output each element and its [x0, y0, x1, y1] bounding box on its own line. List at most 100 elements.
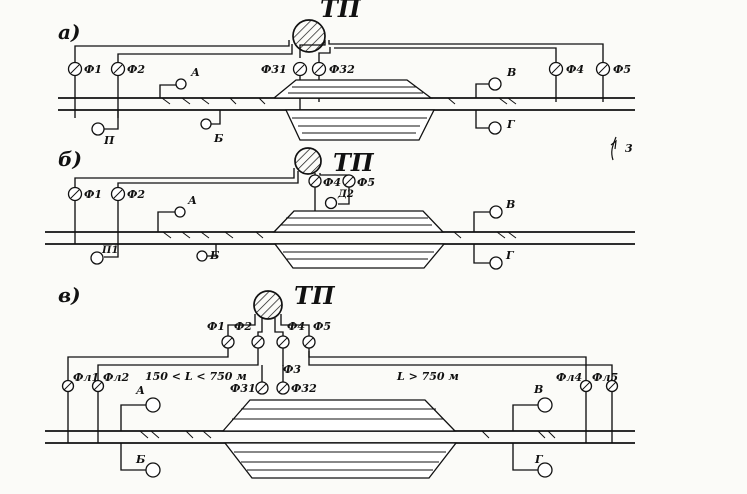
- panel-a-post-g-label: Г: [506, 118, 516, 131]
- panel-c-feeder-f31-label: Ф31: [230, 382, 256, 395]
- side-scribble-label: 3: [625, 142, 633, 155]
- panel-b-post-a-label: А: [187, 194, 197, 207]
- panel-c-left-feeder-main: [67, 348, 229, 382]
- panel-c-post-b-icon: [145, 462, 161, 478]
- panel-c-line-l1-slash: [63, 381, 73, 391]
- panel-a-feeder-f2-slash: [113, 64, 123, 74]
- panel-a-post-a-label: А: [190, 66, 200, 79]
- panel-a-feeder-line-f2: [117, 44, 293, 65]
- panel-a-post-v-branch: [475, 83, 491, 98]
- panel-b-post-g-branch: [473, 244, 490, 264]
- panel-a-feeder-f31-slash: [295, 64, 305, 74]
- panel-a-post-a-branch: [159, 84, 178, 98]
- panel-a-rail-marks: [161, 97, 517, 105]
- panel-c-rail-marks: [139, 430, 556, 439]
- panel-a-feeder-line-f5: [328, 40, 604, 65]
- panel-c-feeder-f4-label: Ф4: [287, 320, 305, 333]
- panel-a-feeder-line-f31-up: [299, 40, 326, 58]
- panel-b-feeder-f2-slash: [113, 189, 123, 199]
- panel-a-feeder-f32-slash: [314, 64, 324, 74]
- panel-b-post-a-branch: [157, 211, 176, 232]
- panel-b-sub-label-d2: Д2: [337, 189, 354, 200]
- panel-c-station-label: ТП: [294, 281, 336, 310]
- panel-b-post-a-icon: [174, 206, 186, 218]
- panel-b-post-v-branch: [473, 211, 490, 232]
- panel-a-post-p-branch: [104, 110, 119, 130]
- panel-c-feeder-f4-slash: [278, 337, 288, 347]
- panel-c-line-drops: [67, 392, 613, 443]
- panel-b-post-b-icon: [196, 250, 208, 262]
- panel-c-label: в): [58, 283, 81, 307]
- panel-b-center-post-icon: [324, 196, 338, 210]
- panel-b-post-g-icon: [489, 256, 503, 270]
- panel-b-station-inner-tracks: [281, 217, 434, 260]
- panel-a-main-tracks: [58, 97, 635, 111]
- side-scribble-line: [611, 136, 617, 161]
- panel-c-post-a-branch: [120, 404, 147, 431]
- panel-c-feeder-f2-slash: [253, 337, 263, 347]
- panel-a-post-g-icon: [488, 121, 502, 135]
- panel-a-feeder-f5-label: Ф5: [613, 63, 631, 76]
- panel-a-feeder-f32-label: Ф32: [329, 63, 355, 76]
- side-scribble-mark: [610, 139, 617, 150]
- panel-c-post-v-label: В: [533, 383, 543, 396]
- panel-a-feeder-f1-label: Ф1: [84, 63, 102, 76]
- panel-c-feeder-f31-slash: [257, 383, 267, 393]
- panel-b-label: б): [58, 147, 82, 171]
- panel-c-feeder-f5-slash: [304, 337, 314, 347]
- panel-c-post-v-icon: [537, 397, 553, 413]
- panel-c-station-tracks: [221, 399, 458, 479]
- panel-c-feeder-f32-slash: [278, 383, 288, 393]
- panel-c-left-feeder-secondary: [97, 348, 259, 382]
- panel-c-feeder-f5-label: Ф5: [313, 320, 331, 333]
- panel-b-station-label: ТП: [333, 148, 375, 177]
- panel-c-feeder-top-f1: [227, 314, 256, 339]
- panel-c-post-a-label: А: [135, 384, 145, 397]
- panel-a: а) ТП Ф1 Ф2 Ф31 Ф32 Ф4: [58, 0, 635, 147]
- panel-c-feeder-f2-label: Ф2: [234, 320, 252, 333]
- panel-c-post-g-label: Г: [534, 453, 544, 466]
- panel-c-substation-symbol: [253, 290, 283, 320]
- panel-c-feeder-f1-slash: [223, 337, 233, 347]
- panel-a-station-inner-tracks: [288, 86, 427, 134]
- panel-b-substation-symbol: [294, 147, 322, 175]
- panel-a-feeder-f1-slash: [70, 64, 80, 74]
- panel-c-line-l5-label: Фл5: [592, 371, 618, 384]
- panel-b: б) ТП Ф1 Ф2 Ф4 Ф5 Д2 П1: [45, 147, 635, 270]
- panel-b-main-tracks: [45, 231, 635, 245]
- panel-c-feeder-f3-label: Ф3: [283, 363, 301, 376]
- panel-c-feeder-f32-label: Ф32: [291, 382, 317, 395]
- panel-a-feeder-line-f1: [74, 40, 290, 65]
- panel-b-post-v-icon: [489, 205, 503, 219]
- panel-c-station-inner-tracks: [232, 408, 446, 471]
- panel-c-main-tracks: [45, 430, 635, 444]
- panel-c-post-v-branch: [512, 404, 538, 431]
- panel-c-post-b-branch: [120, 443, 147, 471]
- panel-a-post-a-icon: [175, 78, 187, 90]
- panel-b-feeder-f5-label: Ф5: [357, 176, 375, 189]
- panel-c-feeder-f1-label: Ф1: [207, 320, 225, 333]
- panel-a-post-v-label: В: [506, 66, 516, 79]
- panel-c-line-l4-label: Фл4: [556, 371, 582, 384]
- panel-a-feeder-f5-slash: [598, 64, 608, 74]
- panel-c-range-right: L > 750 м: [396, 370, 459, 383]
- panel-b-post-b-label: Б: [209, 249, 220, 262]
- panel-a-feeder-f4-label: Ф4: [566, 63, 584, 76]
- panel-b-feeder-line-f1: [74, 168, 295, 191]
- panel-a-station-label: ТП: [320, 0, 362, 23]
- panel-a-substation-symbol: [292, 19, 326, 53]
- panel-b-feeder-f1-slash: [70, 189, 80, 199]
- panel-c: в) ТП Ф1 Ф2 Ф4 Ф5 Ф3: [45, 281, 635, 479]
- panel-b-rail-marks: [162, 231, 517, 239]
- panel-c-post-b-label: Б: [135, 453, 146, 466]
- panel-b-sub-label-p1: П1: [101, 245, 118, 256]
- panel-a-feeder-f31-label: Ф31: [261, 63, 287, 76]
- panel-a-post-p-label: П: [103, 134, 115, 147]
- panel-b-left-drops: [74, 200, 119, 258]
- panel-c-line-l2-slash: [93, 381, 103, 391]
- panel-a-feeder-f4-slash: [551, 64, 561, 74]
- side-scribble: 3: [610, 136, 633, 161]
- panel-c-right-feeder-secondary: [308, 351, 613, 382]
- panel-a-post-b-branch: [210, 110, 221, 125]
- panel-c-range-left: 150 < L < 750 м: [145, 370, 247, 383]
